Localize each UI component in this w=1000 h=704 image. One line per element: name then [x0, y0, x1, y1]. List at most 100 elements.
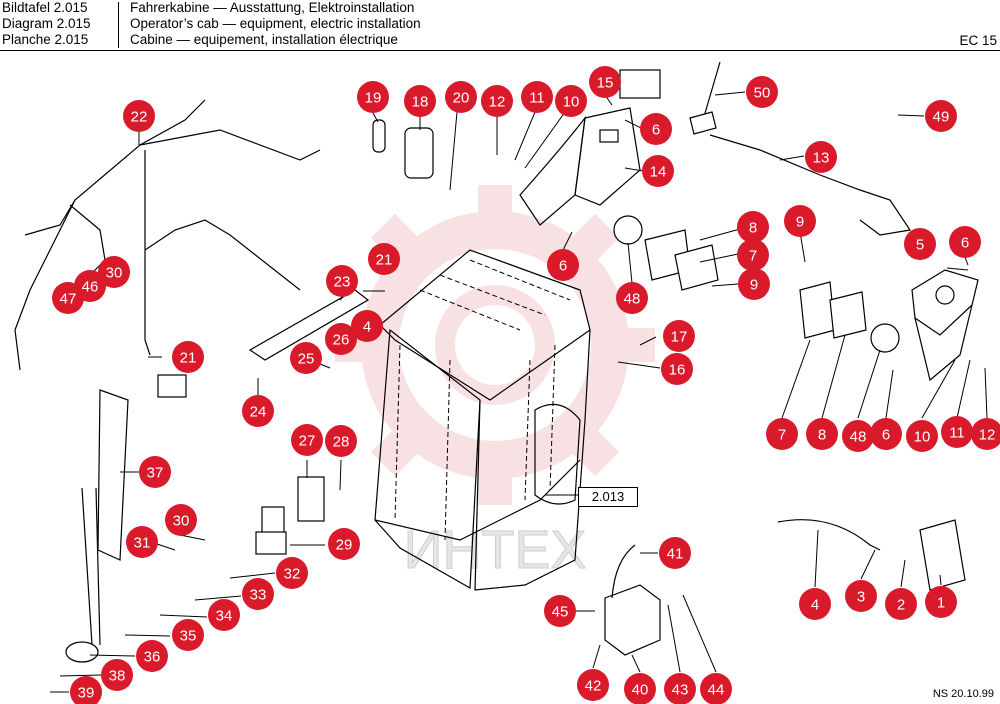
- callout-circle: [172, 341, 204, 373]
- callout-number: 12: [979, 427, 996, 444]
- callout-circle: [577, 669, 609, 701]
- header: Bildtafel 2.015 Fahrerkabine — Ausstattu…: [0, 0, 1000, 50]
- callout-9: 9: [738, 268, 770, 300]
- diagram-label-en: Diagram 2.015: [2, 16, 91, 31]
- work-lamp: [604, 544, 661, 656]
- callout-34: 34: [208, 599, 240, 631]
- callout-number: 8: [749, 220, 757, 237]
- callout-26: 26: [325, 323, 357, 355]
- callout-7: 7: [737, 239, 769, 271]
- motor-cover: [297, 476, 325, 522]
- callout-number: 47: [60, 291, 77, 308]
- callout-6: 6: [640, 113, 672, 145]
- callout-circle: [172, 619, 204, 651]
- diagram-label-fr: Planche 2.015: [2, 32, 89, 47]
- callout-21: 21: [368, 243, 400, 275]
- callout-number: 41: [667, 546, 684, 563]
- callout-20: 20: [445, 81, 477, 113]
- callout-circle: [971, 418, 1000, 450]
- callout-50: 50: [746, 76, 778, 108]
- callout-circle: [589, 66, 621, 98]
- callout-circle: [328, 528, 360, 560]
- footer-date: NS 20.10.99: [932, 688, 994, 700]
- callout-number: 46: [82, 279, 99, 296]
- callout-10: 10: [555, 85, 587, 117]
- callout-circle: [52, 282, 84, 314]
- callout-circle: [544, 595, 576, 627]
- callout-number: 36: [144, 649, 161, 666]
- callout-number: 32: [284, 566, 301, 583]
- callout-number: 4: [811, 597, 819, 614]
- callout-24: 24: [242, 395, 274, 427]
- callout-47: 47: [52, 282, 84, 314]
- callout-number: 42: [585, 678, 602, 695]
- callout-44: 44: [700, 673, 732, 704]
- callout-35: 35: [172, 619, 204, 651]
- callout-7: 7: [766, 418, 798, 450]
- callout-circle: [737, 239, 769, 271]
- callout-circle: [325, 323, 357, 355]
- battery-part: [619, 69, 661, 99]
- callout-31: 31: [126, 526, 158, 558]
- callout-6: 6: [547, 249, 579, 281]
- callout-25: 25: [290, 342, 322, 374]
- callout-48: 48: [616, 282, 648, 314]
- callout-1: 1: [925, 586, 957, 618]
- callout-circle: [445, 81, 477, 113]
- callout-number: 11: [949, 425, 965, 442]
- callout-37: 37: [139, 456, 171, 488]
- callout-circle: [925, 586, 957, 618]
- callout-circle: [885, 588, 917, 620]
- callout-number: 13: [813, 150, 830, 167]
- callout-36: 36: [136, 640, 168, 672]
- callout-17: 17: [663, 320, 695, 352]
- watermark-gear: [335, 185, 655, 505]
- header-separator: [118, 2, 119, 48]
- watermark-text: ИНТЕХ: [404, 520, 587, 580]
- callout-circle: [624, 673, 656, 704]
- callout-5: 5: [904, 228, 936, 260]
- callout-number: 28: [333, 434, 350, 451]
- callout-13: 13: [805, 141, 837, 173]
- callout-circle: [521, 81, 553, 113]
- callout-circle: [555, 85, 587, 117]
- callout-number: 25: [298, 351, 315, 368]
- callout-29: 29: [328, 528, 360, 560]
- callout-number: 50: [754, 85, 771, 102]
- callout-circle: [325, 425, 357, 457]
- callout-number: 30: [173, 513, 190, 530]
- trim-rail: [248, 289, 370, 361]
- callout-circle: [136, 640, 168, 672]
- callout-circle: [845, 580, 877, 612]
- callout-48: 48: [842, 420, 874, 452]
- callout-circle: [326, 265, 358, 297]
- callout-number: 21: [180, 350, 197, 367]
- page-code: EC 15: [959, 33, 997, 48]
- callout-circle: [806, 418, 838, 450]
- callout-number: 1: [937, 595, 945, 612]
- callout-circle: [904, 228, 936, 260]
- callout-9: 9: [784, 205, 816, 237]
- callout-circle: [737, 211, 769, 243]
- callout-number: 15: [597, 75, 614, 92]
- callout-circle: [661, 353, 693, 385]
- callout-circle: [291, 424, 323, 456]
- callout-39: 39: [70, 676, 102, 704]
- callout-circle: [101, 659, 133, 691]
- callout-circle: [290, 342, 322, 374]
- callout-12: 12: [971, 418, 1000, 450]
- callout-number: 23: [334, 274, 351, 291]
- antenna-cable: [709, 134, 912, 236]
- diagram-title-en: Operator’s cab — equipment, electric ins…: [130, 16, 421, 31]
- antenna-part: [689, 61, 721, 135]
- callout-number: 18: [412, 94, 429, 111]
- callout-circle: [799, 588, 831, 620]
- callout-number: 7: [749, 248, 757, 265]
- callout-circle: [941, 416, 973, 448]
- callout-circle: [547, 249, 579, 281]
- speaker-grille-right: [799, 281, 900, 353]
- callout-circle: [805, 141, 837, 173]
- callout-number: 22: [131, 109, 148, 126]
- wiper-arm: [65, 487, 101, 663]
